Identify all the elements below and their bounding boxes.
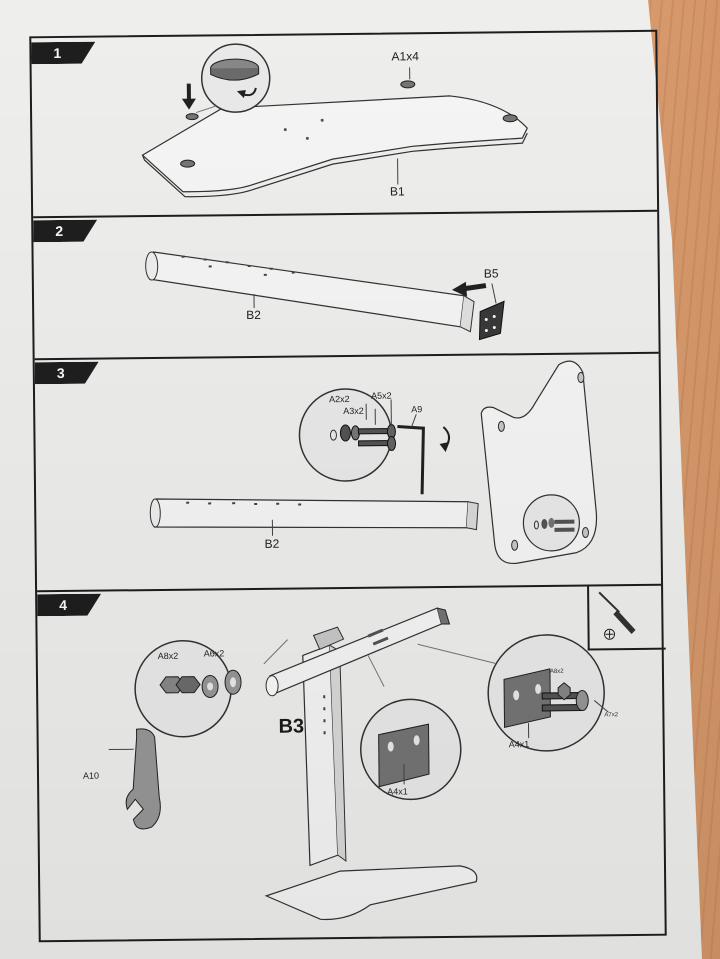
label-a10: A10 [82,770,100,781]
screwdriver-icon [598,591,636,640]
step-4-illustration [108,607,609,921]
required-tool-box [587,583,666,651]
label-a4-left: A4x1 [387,786,408,797]
label-a7: A7x2 [604,712,619,719]
label-a8-small: A8x2 [549,668,564,675]
assembly-instructions-frame: 1 A1x4 B1 2 [29,29,667,943]
label-a4-right: A4x1 [508,739,530,750]
step-2-illustration [145,251,505,341]
step-1-illustration [141,43,528,198]
label-a8: A8x2 [157,650,179,662]
label-a6: A6x2 [203,648,225,659]
label-b3: B3 [278,715,305,738]
step-3-illustration [149,360,598,565]
